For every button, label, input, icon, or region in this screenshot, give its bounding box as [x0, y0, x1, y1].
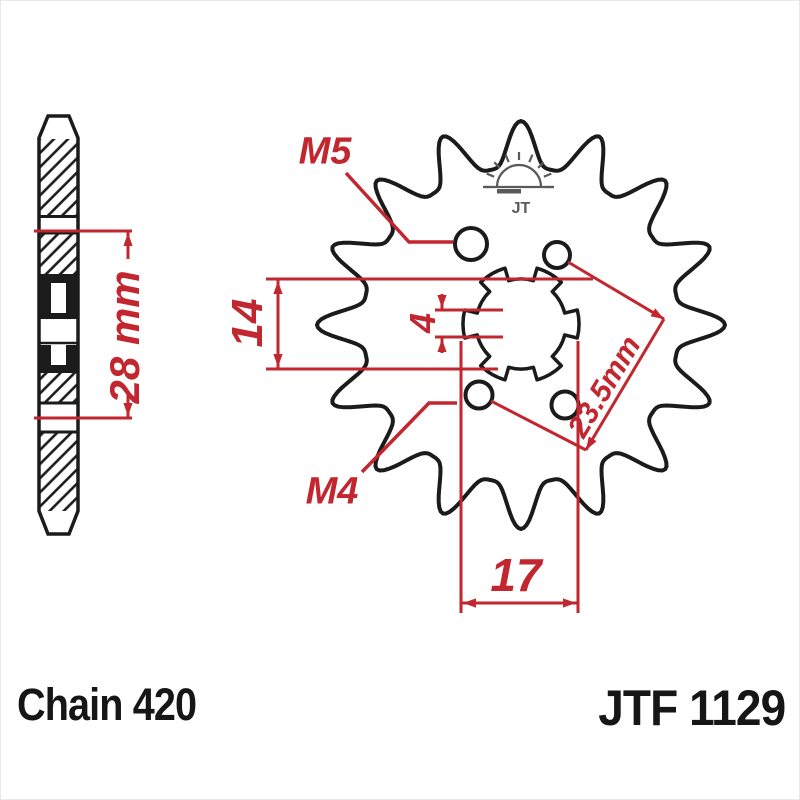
dimension-23-5mm-lines [490, 260, 666, 452]
side-view [37, 114, 80, 536]
chain-type-label: Chain 420 [17, 679, 197, 730]
front-view: JT [315, 119, 727, 531]
dimension-arrowheads [123, 233, 664, 608]
bolt-hole-top-left [453, 226, 489, 262]
spline-outer-diameter-label: 17 [490, 549, 542, 601]
bolt-hole-bottom-left [463, 379, 495, 411]
m5-leader-line [344, 171, 453, 244]
spline-bore [461, 266, 581, 382]
m4-thread-label: M4 [305, 470, 359, 513]
m5-thread-label: M5 [298, 130, 352, 173]
bore-diameter-label: 14 [223, 298, 272, 348]
hub-width-label: 28 mm [101, 270, 148, 404]
bolt-hole-top-right [542, 240, 572, 270]
logo-text: JT [512, 200, 531, 217]
dimension-17-lines [459, 341, 580, 613]
dimension-lines [34, 171, 666, 613]
m4-leader-line [360, 401, 457, 474]
logo-base-bar [497, 189, 521, 194]
side-view-hatching [40, 139, 77, 511]
side-view-hub-bands [39, 274, 78, 373]
logo-sun-arc [495, 163, 543, 188]
spline-notch-width-label: 4 [402, 312, 443, 334]
product-code-label: JTF 1129 [597, 680, 786, 736]
side-view-section-lines [39, 215, 78, 434]
jt-sunrise-logo-icon: JT [483, 152, 554, 217]
side-view-outline [37, 114, 80, 536]
logo-sun-rays [484, 152, 554, 189]
